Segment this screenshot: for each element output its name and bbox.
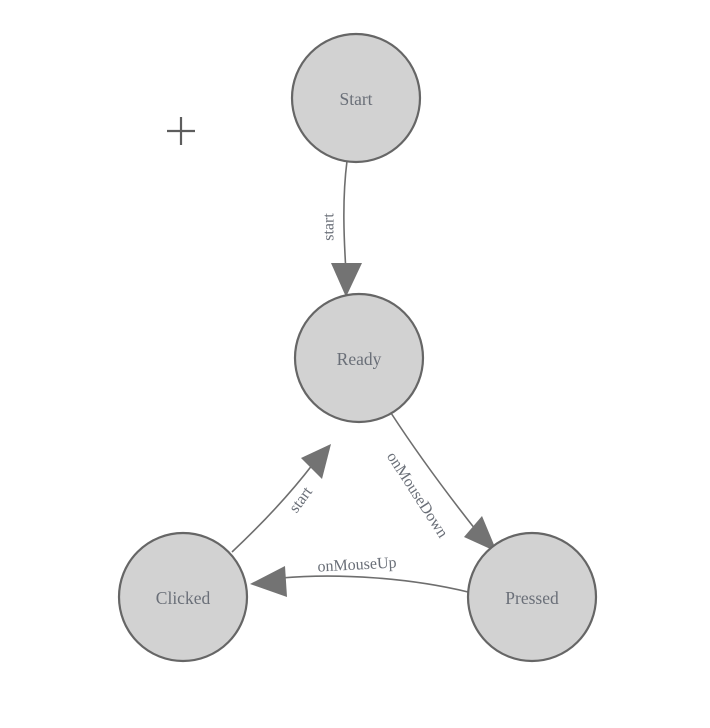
edge-start-to-ready-path [343,160,348,273]
edge-start-to-ready[interactable] [331,160,362,297]
edge-clicked-to-ready-path [231,463,314,553]
edge-clicked-to-ready-arrowhead [301,444,331,479]
node-pressed[interactable]: Pressed [466,531,598,663]
node-ready-circle[interactable] [293,292,425,424]
edge-clicked-to-ready[interactable] [231,444,331,553]
edge-label-pressed-to-clicked: onMouseUp [317,554,397,575]
node-clicked-label: Clicked [156,588,211,608]
edge-pressed-to-clicked[interactable] [250,566,469,597]
node-ready-label: Ready [337,349,382,369]
edge-ready-to-pressed[interactable] [390,412,497,552]
node-clicked[interactable]: Clicked [117,531,249,663]
edge-start-to-ready-arrowhead [331,263,362,297]
edge-label-clicked-to-ready: start [286,483,316,516]
edge-label-start-to-ready: start [321,213,338,241]
node-pressed-label: Pressed [505,588,559,608]
node-ready[interactable]: Ready [293,292,425,424]
node-start[interactable]: Start [290,32,422,164]
node-clicked-circle[interactable] [117,531,249,663]
edge-ready-to-pressed-path [390,412,480,535]
edge-pressed-to-clicked-path [280,575,469,593]
node-start-circle[interactable] [290,32,422,164]
crosshair-marker[interactable] [167,117,195,145]
edge-pressed-to-clicked-arrowhead [250,566,287,597]
edge-label-ready-to-pressed: onMouseDown [383,449,451,541]
node-start-label: Start [339,89,372,109]
edge-label-text: start [286,483,316,516]
edge-ready-to-pressed-arrowhead [464,516,497,552]
edge-label-text: onMouseUp [317,554,397,575]
edge-label-text: start [321,213,338,241]
edge-label-text: onMouseDown [383,449,451,541]
node-pressed-circle[interactable] [466,531,598,663]
